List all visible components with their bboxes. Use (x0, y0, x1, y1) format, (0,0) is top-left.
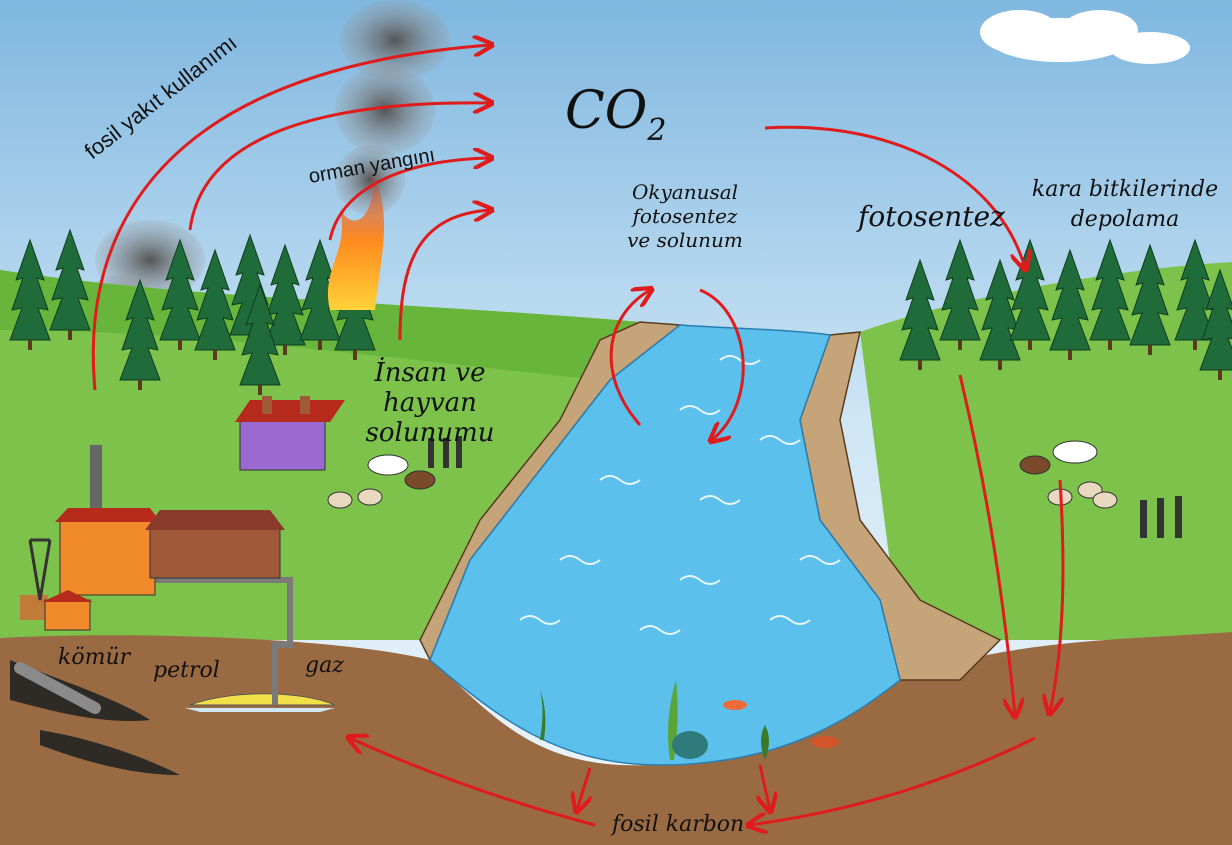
arrow-to-fossil-right (750, 736, 1036, 825)
arrow-land-storage-2 (1050, 479, 1065, 712)
carbon-flow-arrows (91, 45, 1065, 827)
coal-label: kömür (58, 645, 131, 670)
factory (20, 445, 285, 631)
arrow-down-2 (760, 764, 770, 810)
arrow-smoke-2 (188, 103, 490, 231)
waves (519, 355, 841, 635)
arrow-respiration (398, 210, 490, 341)
animals-left (327, 454, 436, 509)
people-left (428, 436, 462, 468)
seabed-life (540, 680, 839, 760)
gas-label: gaz (305, 653, 344, 678)
cloud (980, 10, 1190, 64)
arrow-to-fossil-left (350, 738, 596, 827)
co2-label: CO2 (565, 81, 667, 148)
arrow-down-1 (577, 767, 590, 810)
oil-label: petrol (153, 658, 220, 683)
oil-pipe (14, 662, 101, 714)
human-animal-respiration-label: İnsan ve hayvan solunumu (365, 358, 495, 448)
arrow-fossil-fuel (91, 45, 490, 391)
arrow-forest-fire (328, 158, 490, 241)
arrow-land-storage-1 (958, 374, 1015, 715)
people-right (1140, 496, 1182, 538)
ocean-label: Okyanusal fotosentez ve solunum (627, 180, 743, 252)
farm-house (235, 396, 345, 471)
right-hill (860, 262, 1232, 640)
arrow-photosynthesis (764, 125, 1025, 268)
arrow-ocean-in (699, 288, 745, 440)
land-plant-storage-label: kara bitkilerinde depolama (1031, 177, 1219, 232)
soil (0, 632, 1232, 845)
gas-deposit (189, 693, 336, 706)
arrow-ocean-out (609, 290, 650, 426)
photosynthesis-label: fotosentez (858, 200, 1005, 233)
fossil-carbon-label: fosil karbon (612, 812, 745, 837)
ocean-water (429, 324, 901, 766)
forest-fire (327, 170, 385, 310)
animals-right (1019, 440, 1118, 509)
